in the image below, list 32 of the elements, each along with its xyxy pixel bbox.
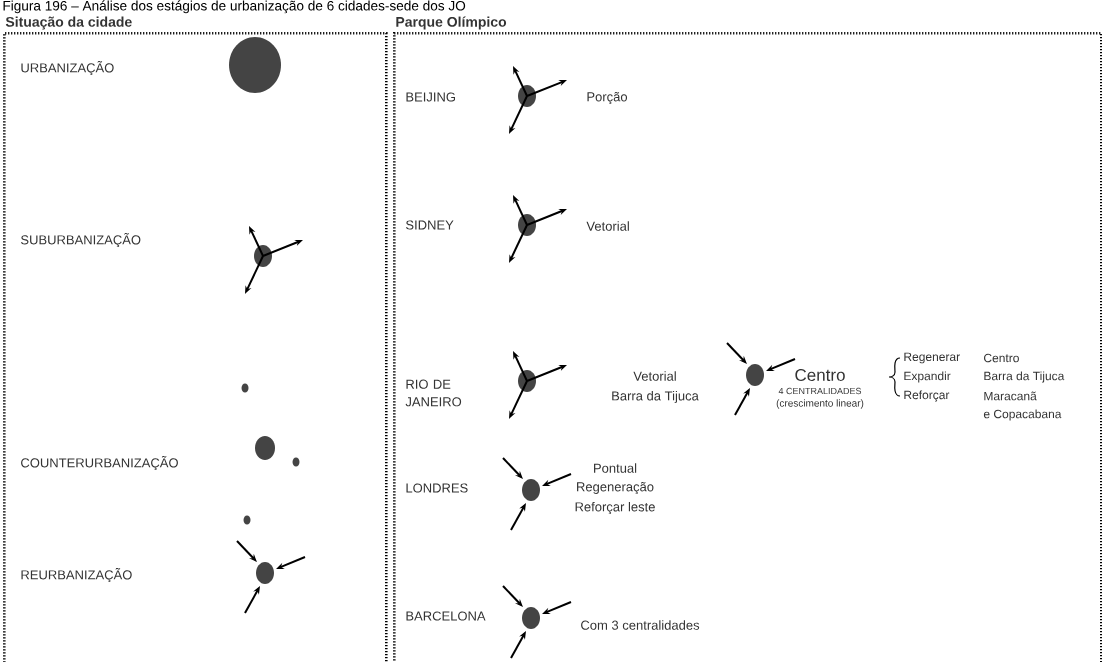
- row-label: URBANIZAÇÃO: [21, 60, 114, 76]
- row-label: 4 CENTRALIDADES: [778, 387, 862, 395]
- row-label: Reforçar: [904, 390, 950, 402]
- row-label: Expandir: [904, 371, 951, 383]
- row-label: Reforçar leste: [575, 501, 655, 515]
- row-label: Barra da Tijuca: [612, 390, 699, 404]
- dotted-panel: [393, 16, 1102, 662]
- row-label: RIO DE JANEIRO: [405, 379, 462, 407]
- row-label: Vetorial: [586, 221, 629, 231]
- row-label: Maracanã: [984, 391, 1037, 401]
- panel-heading: Situação da cidade: [5, 16, 132, 30]
- row-label: SUBURBANIZAÇÃO: [21, 232, 141, 248]
- row-label: Regeneração: [577, 481, 654, 495]
- row-label: Centro: [795, 369, 845, 381]
- row-label: REURBANIZAÇÃO: [21, 567, 132, 583]
- figure-title: Figura 196 – Análise dos estágios de urbanização de 6 cidades-sede dos JO: [3, 0, 466, 14]
- panel-heading: Parque Olímpico: [396, 16, 507, 30]
- row-label: LONDRES: [406, 483, 468, 493]
- row-label: COUNTERURBANIZAÇÃO: [21, 455, 178, 471]
- row-label: Vetorial: [633, 371, 676, 381]
- row-label: BARCELONA: [406, 611, 486, 621]
- row-label: Centro: [984, 353, 1019, 363]
- row-label: Regenerar: [904, 352, 960, 364]
- row-label: Barra da Tijuca: [984, 371, 1065, 383]
- row-label: SIDNEY: [406, 220, 454, 230]
- row-label: Pontual: [594, 463, 637, 473]
- row-label: BEIJING: [406, 92, 455, 102]
- row-label: e Copacabana: [983, 409, 1062, 421]
- row-label: (crescimento linear): [776, 399, 864, 409]
- row-label: Com 3 centralidades: [581, 620, 700, 630]
- dotted-panel: [3, 16, 388, 662]
- row-label: Porção: [587, 91, 628, 105]
